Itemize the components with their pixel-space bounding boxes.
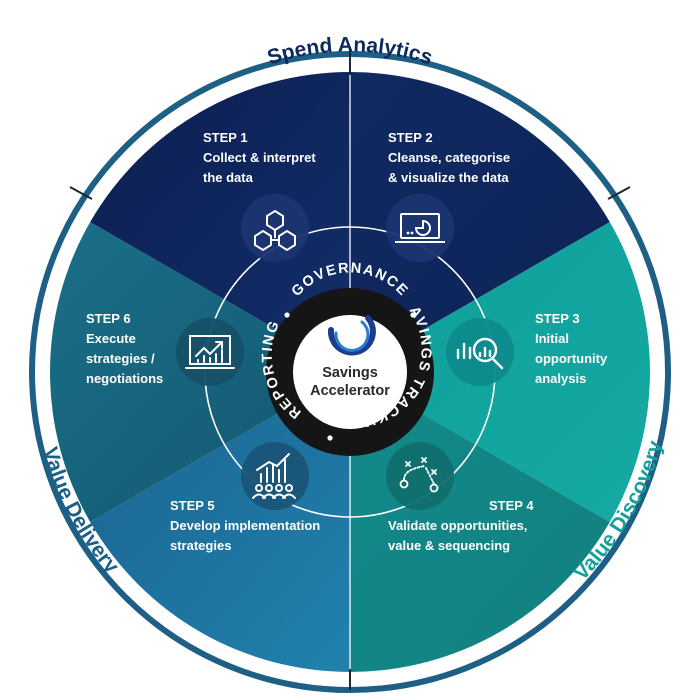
step-1-text: STEP 1 Collect & interpret the data (203, 130, 316, 185)
step-6-title: STEP 6 (86, 311, 131, 326)
step-3-line-1: Initial (535, 331, 569, 346)
team-growth-icon (241, 442, 309, 510)
center-label-line-2: Accelerator (310, 383, 390, 399)
step-3-text: STEP 3 Initial opportunity analysis (535, 311, 608, 386)
icon-badges (176, 194, 514, 510)
step-4-line-2: value & sequencing (388, 538, 510, 553)
step-3-line-2: opportunity (535, 351, 608, 366)
step-5-title: STEP 5 (170, 498, 215, 513)
ring-dot (410, 312, 416, 318)
step-2-title: STEP 2 (388, 130, 433, 145)
step-2-line-1: Cleanse, categorise (388, 150, 510, 165)
step-4-text: STEP 4 Validate opportunities, value & s… (388, 498, 534, 553)
trend-screen-icon (176, 318, 244, 386)
step-2-text: STEP 2 Cleanse, categorise & visualize t… (388, 130, 510, 185)
strategy-play-icon (386, 442, 454, 510)
step-5-line-1: Develop implementation (170, 518, 320, 533)
sector-step-1 (90, 72, 350, 372)
divider-top-left (69, 186, 93, 200)
sector-step-2 (350, 72, 610, 372)
section-dividers (69, 50, 631, 690)
blocks-network-icon (241, 194, 309, 262)
step-5-text: STEP 5 Develop implementation strategies (170, 498, 320, 553)
ring-dot (284, 312, 290, 318)
step-2-line-2: & visualize the data (388, 170, 509, 185)
step-3-line-3: analysis (535, 371, 586, 386)
step-6-line-1: Execute (86, 331, 136, 346)
accelerator-logo-icon (327, 315, 376, 356)
hub-core (293, 315, 407, 429)
step-6-line-3: negotiations (86, 371, 163, 386)
step-1-title: STEP 1 (203, 130, 248, 145)
step-4-line-1: Validate opportunities, (388, 518, 527, 533)
step-6-text: STEP 6 Execute strategies / negotiations (86, 311, 163, 386)
center-label-line-1: Savings (322, 365, 378, 381)
divider-top-right (607, 186, 631, 200)
step-1-line-1: Collect & interpret (203, 150, 316, 165)
step-5-line-2: strategies (170, 538, 231, 553)
step-1-line-2: the data (203, 170, 254, 185)
laptop-chart-icon (386, 194, 454, 262)
ring-dot (327, 435, 333, 441)
step-4-title: STEP 4 (489, 498, 534, 513)
step-3-title: STEP 3 (535, 311, 580, 326)
step-6-line-2: strategies / (86, 351, 155, 366)
chart-magnifier-icon (446, 318, 514, 386)
